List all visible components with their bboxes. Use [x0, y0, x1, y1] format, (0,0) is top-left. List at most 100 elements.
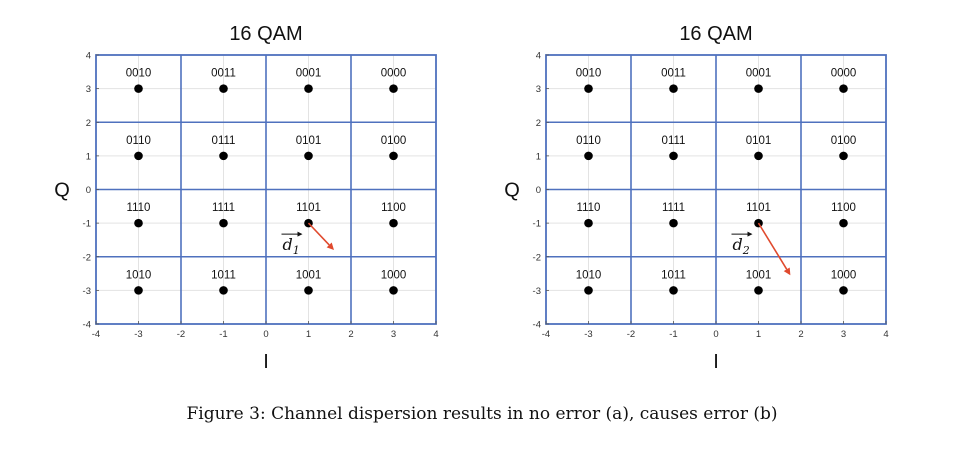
constellation-point	[389, 151, 398, 161]
y-tick-label: 3	[86, 84, 91, 95]
chart-title: 16 QAM	[679, 23, 752, 45]
bit-label: 1011	[211, 269, 236, 281]
constellation-point	[219, 84, 228, 93]
y-axis-label: Q	[54, 180, 70, 202]
constellation-point	[584, 218, 593, 228]
constellation-point	[304, 151, 313, 161]
constellation-point	[839, 151, 848, 161]
vector-label-subscript: 1	[293, 244, 300, 257]
x-tick-label: -2	[177, 329, 185, 340]
constellation-point	[134, 84, 143, 93]
x-tick-label: -4	[542, 329, 550, 340]
x-tick-label: 2	[348, 329, 353, 340]
bit-label: 0000	[381, 68, 407, 80]
x-tick-label: 1	[306, 329, 311, 340]
constellation-point	[754, 151, 763, 161]
x-tick-label: -3	[584, 329, 592, 340]
bit-label: 1010	[126, 269, 152, 281]
y-tick-label: 3	[536, 84, 541, 95]
y-tick-label: 0	[536, 185, 541, 196]
vector-label-base: d	[733, 235, 743, 254]
y-tick-label: 2	[536, 118, 541, 129]
x-tick-label: 0	[263, 329, 268, 340]
chart-title: 16 QAM	[229, 23, 302, 45]
vector-overarrow-head	[747, 231, 753, 237]
constellation-point	[389, 286, 398, 295]
bit-label: 1111	[662, 202, 685, 214]
y-tick-label: -4	[83, 320, 91, 331]
bit-label: 0011	[211, 68, 236, 80]
bit-label: 1000	[831, 269, 857, 281]
y-tick-label: -3	[533, 286, 541, 297]
x-tick-label: 1	[756, 329, 761, 340]
bit-label: 0111	[662, 135, 686, 147]
y-axis-label: Q	[504, 180, 520, 202]
x-tick-label: -2	[627, 329, 635, 340]
figure-caption: Figure 3: Channel dispersion results in …	[186, 404, 778, 424]
constellation-point	[669, 218, 678, 228]
y-tick-label: -1	[533, 219, 541, 230]
bit-label: 0010	[576, 68, 602, 80]
vector-label: d1	[283, 235, 300, 257]
constellation-point	[839, 286, 848, 295]
bit-label: 1101	[296, 202, 321, 214]
constellation-point	[839, 84, 848, 93]
dispersion-arrow-shaft	[757, 222, 788, 270]
x-tick-label: 2	[798, 329, 803, 340]
y-tick-label: 2	[86, 118, 91, 129]
dispersion-arrow-shaft	[307, 222, 330, 246]
y-tick-label: 1	[536, 151, 541, 162]
x-tick-label: -1	[219, 329, 227, 340]
bit-label: 1111	[212, 202, 235, 214]
x-tick-label: 3	[841, 329, 846, 340]
x-axis-label: I	[713, 351, 719, 373]
bit-label: 0001	[296, 68, 322, 80]
constellation-point	[304, 84, 313, 93]
vector-label-base: d	[283, 235, 293, 254]
constellation-point	[134, 218, 143, 228]
vector-overarrow-head	[297, 231, 303, 237]
bit-label: 1001	[746, 269, 772, 281]
bit-label: 0011	[661, 68, 686, 80]
bit-label: 0001	[746, 68, 772, 80]
constellation-point	[669, 84, 678, 93]
bit-label: 0010	[126, 68, 152, 80]
bit-label: 1011	[661, 269, 686, 281]
bit-label: 0111	[212, 135, 236, 147]
bit-label: 0100	[831, 135, 857, 147]
constellation-point	[584, 84, 593, 93]
constellation-point	[754, 84, 763, 93]
y-tick-label: -3	[83, 286, 91, 297]
constellation-point	[669, 286, 678, 295]
y-tick-label: -2	[83, 252, 91, 263]
dispersion-arrow-head	[783, 267, 791, 276]
bit-label: 0110	[126, 135, 151, 147]
bit-label: 0101	[746, 135, 772, 147]
x-tick-label: 4	[433, 329, 438, 340]
vector-label: d2	[733, 235, 750, 257]
constellation-point	[839, 218, 848, 228]
bit-label: 1101	[746, 202, 771, 214]
y-tick-label: 1	[86, 151, 91, 162]
y-tick-label: 0	[86, 185, 91, 196]
bit-label: 0110	[576, 135, 601, 147]
dispersion-arrow-head	[326, 242, 334, 251]
x-tick-label: -1	[669, 329, 677, 340]
constellation-point	[389, 218, 398, 228]
constellation-point	[134, 286, 143, 295]
x-tick-label: 0	[713, 329, 718, 340]
x-tick-label: -3	[134, 329, 142, 340]
constellation-point	[134, 151, 143, 161]
y-tick-label: -4	[533, 320, 541, 331]
bit-label: 0000	[831, 68, 857, 80]
bit-label: 1001	[296, 269, 322, 281]
bit-label: 1110	[577, 202, 601, 214]
constellation-point	[584, 151, 593, 161]
constellation-point	[219, 151, 228, 161]
bit-label: 1010	[576, 269, 602, 281]
bit-label: 1000	[381, 269, 407, 281]
